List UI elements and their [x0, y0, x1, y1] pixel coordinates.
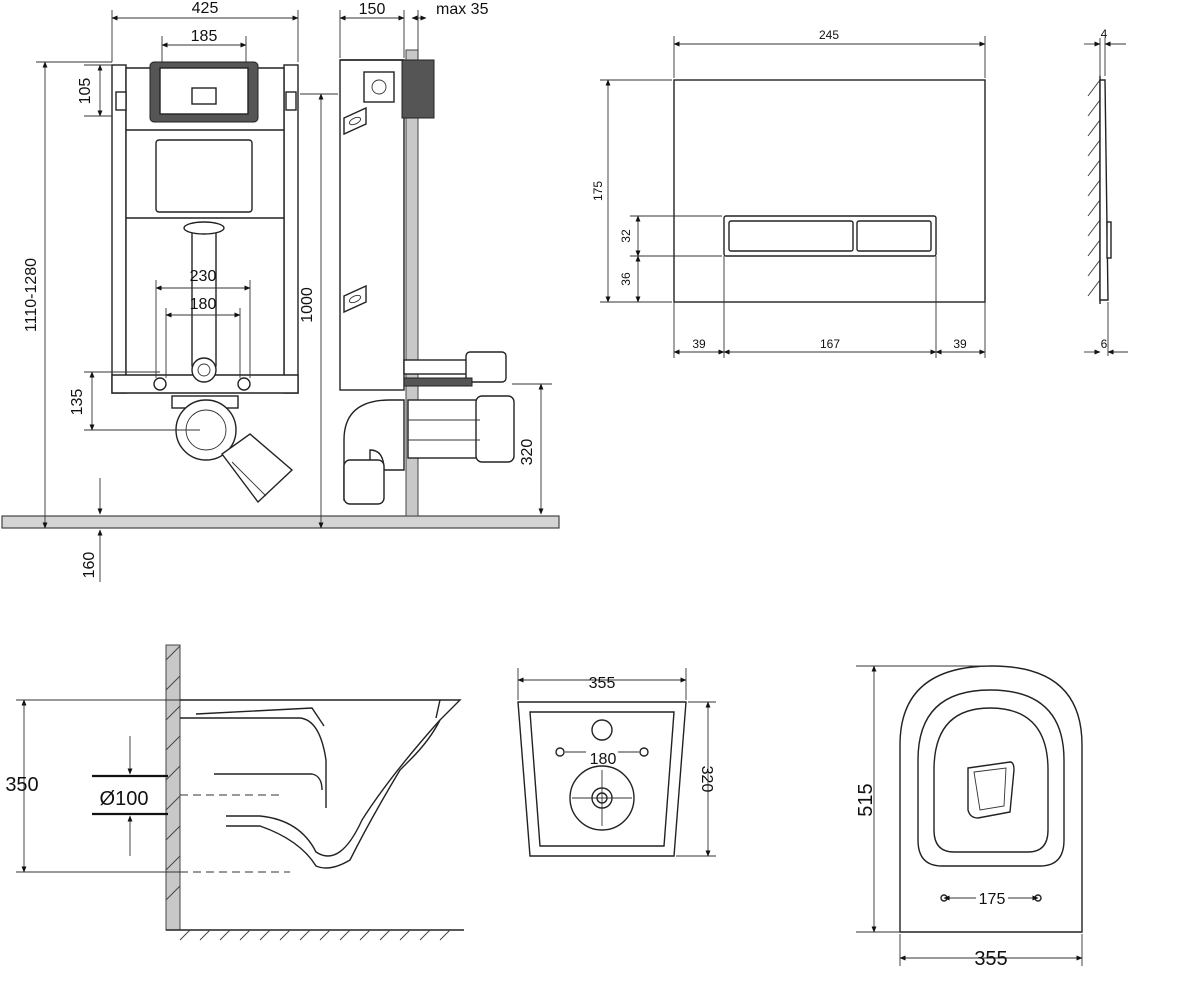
dim-drain-height: 320: [519, 439, 536, 466]
flush-valve: [191, 87, 217, 105]
side-drain-socket: [343, 459, 385, 505]
dim-plate-width: 245: [819, 28, 839, 42]
dim-pipe-diameter: Ø100: [100, 788, 149, 810]
plate-button-profile: [1106, 221, 1112, 259]
bowl-top-view: 175 515 355: [855, 665, 1083, 970]
dim-bowl-back-width: 355: [589, 675, 616, 692]
right-bolt: [237, 377, 251, 391]
dim-bolt-height: 135: [69, 389, 86, 416]
bowl-rim-top: [195, 707, 325, 727]
bowl-rim-channel: [180, 717, 327, 808]
dim-pipe-spacing-outer: 230: [190, 268, 217, 285]
upper-mounting-slot: [343, 106, 367, 136]
bowl-inner-trap: [214, 773, 323, 791]
drain-end-cap: [475, 395, 515, 463]
wall-hatching: [1087, 79, 1101, 297]
left-fixing-hole: [555, 747, 565, 757]
flush-pipe-top: [183, 221, 225, 235]
outlet-socket: [569, 765, 635, 831]
floor-slab: [1, 515, 560, 529]
dim-button-span: 167: [820, 337, 840, 351]
left-bolt: [153, 377, 167, 391]
flush-pipe: [191, 225, 217, 367]
bowl-inner-profile: [226, 719, 441, 857]
dim-wall-gap: max 35: [436, 1, 489, 18]
bowl-wall-hatching: [165, 645, 181, 901]
flush-plate-outline: [673, 79, 986, 303]
flush-button-large[interactable]: [728, 220, 854, 252]
dim-floor-adjust: 160: [81, 552, 98, 579]
cistern-opening: [155, 139, 253, 213]
bowl-drain-hole: [967, 761, 1015, 819]
right-clip: [285, 91, 297, 111]
bowl-outer-profile: [180, 699, 462, 869]
dim-plate-thickness-bottom: 6: [1101, 337, 1108, 351]
dim-bowl-length: 515: [855, 783, 877, 816]
dim-total-height: 1110-1280: [23, 258, 40, 332]
dim-cistern-width: 185: [191, 28, 218, 45]
right-fixing-hole: [639, 747, 649, 757]
dim-button-height: 32: [619, 229, 633, 243]
dim-bowl-height: 350: [5, 774, 38, 796]
frame-side-column: [339, 59, 405, 391]
flush-plate-front-view: 245 175 32 36 39 167 39: [591, 28, 986, 358]
dim-top-offset: 105: [77, 78, 94, 105]
frame-side-view: 150 max 35 1000 320: [299, 1, 552, 529]
frame-front-view: 425 185 105 1110-1280 230 180 135 160: [1, 0, 560, 582]
dim-pipe-spacing-inner: 180: [190, 296, 217, 313]
dim-margin-right: 39: [953, 337, 967, 351]
bowl-back-view: 180 355 320: [517, 668, 716, 857]
drain-connector: [191, 357, 217, 383]
upper-stud: [403, 359, 471, 375]
dim-frame-height: 1000: [299, 287, 316, 323]
dim-margin-left: 39: [692, 337, 706, 351]
dim-bolt-spacing-back: 180: [590, 751, 617, 768]
bowl-back-inner: [529, 711, 675, 847]
wall-bracket: [401, 59, 435, 119]
bowl-top-rim: [917, 689, 1065, 867]
bowl-top-basin: [933, 707, 1049, 853]
side-valve-symbol: [363, 71, 395, 103]
left-clip: [115, 91, 127, 111]
lower-mounting-slot: [343, 284, 367, 314]
upper-stud-nut: [465, 351, 507, 383]
water-inlet: [591, 719, 613, 741]
flush-plate-side-view: 4 6: [1084, 27, 1128, 356]
threaded-rod: [403, 377, 473, 387]
dim-bowl-top-width: 355: [974, 948, 1007, 970]
frame-right-rail: [283, 64, 299, 394]
flush-button-small[interactable]: [856, 220, 932, 252]
dim-bottom-offset: 36: [619, 272, 633, 286]
plate-profile: [1099, 79, 1109, 301]
dim-plate-height: 175: [591, 181, 605, 201]
bowl-side-view: 350 Ø100: [5, 644, 464, 941]
drain-outlet: [221, 433, 294, 504]
dim-frame-width: 425: [192, 0, 219, 17]
dim-plate-thickness-top: 4: [1101, 27, 1108, 41]
dim-frame-depth: 150: [359, 1, 386, 18]
dim-bowl-back-height: 320: [698, 766, 715, 793]
dim-bolt-spacing-top: 175: [979, 891, 1006, 908]
drain-sleeve: [407, 399, 481, 459]
frame-left-rail: [111, 64, 127, 394]
